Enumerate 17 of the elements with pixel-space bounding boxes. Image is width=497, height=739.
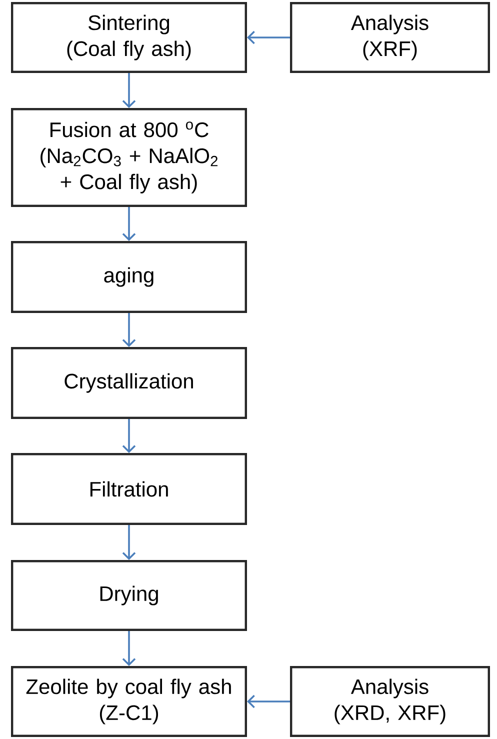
arrow bbox=[122, 631, 136, 666]
process-box: Sintering (Coal fly ash) bbox=[11, 2, 247, 73]
process-box: Drying bbox=[11, 560, 247, 631]
arrow bbox=[122, 207, 136, 241]
process-box: aging bbox=[11, 241, 247, 313]
arrow bbox=[122, 525, 136, 560]
process-box: Filtration bbox=[11, 453, 247, 525]
process-box: Analysis (XRD, XRF) bbox=[290, 666, 490, 737]
process-box: Crystallization bbox=[11, 347, 247, 419]
process-box: Fusion at 800 $^{o}$C (Na$_{2}$CO$_{3}$ + NaAlO$_{2}$ + Coal fly ash) bbox=[11, 108, 247, 207]
arrow bbox=[247, 30, 290, 44]
arrow bbox=[122, 73, 136, 108]
arrow bbox=[122, 313, 136, 347]
arrow bbox=[247, 694, 290, 708]
process-box: Analysis (XRF) bbox=[290, 2, 490, 73]
arrow bbox=[122, 419, 136, 453]
process-box: Zeolite by coal fly ash (Z-C1) bbox=[11, 666, 247, 737]
